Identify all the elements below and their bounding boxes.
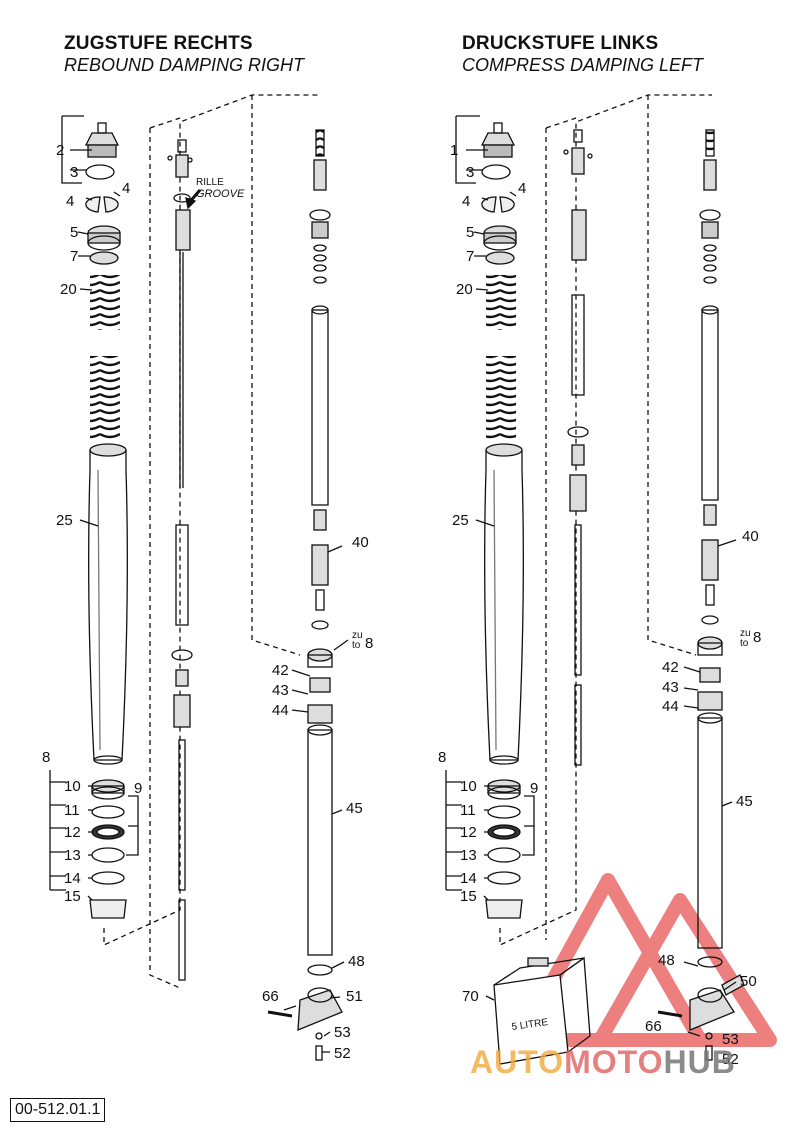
right-assembly xyxy=(445,94,745,1065)
callout-12: 12 xyxy=(64,824,81,841)
callout-7-right: 7 xyxy=(466,248,474,265)
compression-adjuster-rod xyxy=(563,129,593,766)
callout-14: 14 xyxy=(64,870,81,887)
half-ring-4b xyxy=(103,196,119,213)
callout-52-right: 52 xyxy=(722,1051,739,1068)
left-assembly xyxy=(49,94,349,1061)
callout-to: to xyxy=(352,640,361,651)
spring-20-right xyxy=(486,275,516,440)
callout-13-right: 13 xyxy=(460,847,477,864)
callout-44-right: 44 xyxy=(662,698,679,715)
watermark-part1: AUTO xyxy=(470,1044,565,1080)
callout-15-right: 15 xyxy=(460,888,477,905)
callout-3-right: 3 xyxy=(466,164,474,181)
half-ring-4a xyxy=(85,196,101,213)
watermark-part2: MOTO xyxy=(564,1044,664,1080)
bushing-stack-right xyxy=(485,779,523,919)
callout-3: 3 xyxy=(70,164,78,181)
groove-label-de: RILLE xyxy=(196,177,224,188)
callout-2: 2 xyxy=(56,142,64,159)
callout-7: 7 xyxy=(70,248,78,265)
callout-52: 52 xyxy=(334,1045,351,1062)
callout-53: 53 xyxy=(334,1024,351,1041)
callout-1: 1 xyxy=(450,142,458,159)
callout-9-right: 9 xyxy=(530,780,538,797)
callout-40-right: 40 xyxy=(742,528,759,545)
callout-10: 10 xyxy=(64,778,81,795)
callout-40: 40 xyxy=(352,534,369,551)
cartridge-right xyxy=(657,129,745,1061)
callout-48-right: 48 xyxy=(658,952,675,969)
callout-48: 48 xyxy=(348,953,365,970)
callout-11: 11 xyxy=(64,802,80,819)
callout-20: 20 xyxy=(60,281,77,298)
fork-cap-1 xyxy=(480,122,516,158)
callout-45: 45 xyxy=(346,800,363,817)
callout-8-right: 8 xyxy=(438,749,446,766)
document-number: 00-512.01.1 xyxy=(10,1098,106,1122)
callout-13: 13 xyxy=(64,847,81,864)
callout-9: 9 xyxy=(134,780,142,797)
callout-zu: zu xyxy=(352,630,363,641)
callout-4a: 4 xyxy=(66,193,74,210)
left-callouts: 2 3 4 4 5 7 20 25 8 10 11 12 13 14 15 9 … xyxy=(42,142,373,1062)
callout-15: 15 xyxy=(64,888,81,905)
callout-5-right: 5 xyxy=(466,224,474,241)
watermark-text: AUTOMOTOHUB xyxy=(470,1044,736,1081)
callout-12-right: 12 xyxy=(460,824,477,841)
callout-42-right: 42 xyxy=(662,659,679,676)
spacer-5 xyxy=(87,225,121,251)
callout-45-right: 45 xyxy=(736,793,753,810)
callout-43-right: 43 xyxy=(662,679,679,696)
oil-can-label: 5 LITRE xyxy=(511,1017,549,1033)
callout-5: 5 xyxy=(70,224,78,241)
right-subtitle: COMPRESS DAMPING LEFT xyxy=(462,55,704,75)
left-title: ZUGSTUFE RECHTS xyxy=(64,33,253,54)
watermark-part3: HUB xyxy=(663,1044,736,1080)
callout-14-right: 14 xyxy=(460,870,477,887)
callout-8: 8 xyxy=(42,749,50,766)
callout-to-right: to xyxy=(740,638,749,649)
callout-8b: 8 xyxy=(365,635,373,652)
callout-53-right: 53 xyxy=(722,1031,739,1048)
callout-66-right: 66 xyxy=(645,1018,662,1035)
right-callouts: 1 3 4 4 5 7 20 25 8 10 11 12 13 14 15 9 … xyxy=(438,142,761,1068)
fork-cap-2 xyxy=(84,122,120,158)
callout-25: 25 xyxy=(56,512,73,529)
bushing-stack-left xyxy=(89,779,127,919)
callout-70-right: 70 xyxy=(462,988,479,1005)
o-ring-3 xyxy=(85,164,115,180)
fork-tube-25-right xyxy=(484,443,524,765)
callout-25-right: 25 xyxy=(452,512,469,529)
callout-11-right: 11 xyxy=(460,802,476,819)
groove-label-en: GROOVE xyxy=(196,188,245,200)
callout-4b: 4 xyxy=(122,180,130,197)
callout-4b-right: 4 xyxy=(518,180,526,197)
right-title: DRUCKSTUFE LINKS xyxy=(462,33,659,54)
callout-zu-right: zu xyxy=(740,628,751,639)
callout-10-right: 10 xyxy=(460,778,477,795)
callout-50-right: 50 xyxy=(740,973,757,990)
spring-20 xyxy=(90,275,120,440)
oil-can-70 xyxy=(493,956,591,1065)
rebound-adjuster-rod xyxy=(167,139,193,981)
callout-66: 66 xyxy=(262,988,279,1005)
left-subtitle: REBOUND DAMPING RIGHT xyxy=(64,55,305,75)
callout-43: 43 xyxy=(272,682,289,699)
callout-8b-right: 8 xyxy=(753,629,761,646)
callout-4a-right: 4 xyxy=(462,193,470,210)
callout-44: 44 xyxy=(272,702,289,719)
fork-tube-25 xyxy=(88,443,128,765)
callout-42: 42 xyxy=(272,662,289,679)
washer-7 xyxy=(89,251,119,265)
callout-20-right: 20 xyxy=(456,281,473,298)
callout-51: 51 xyxy=(346,988,363,1005)
cartridge-left xyxy=(267,129,343,1061)
